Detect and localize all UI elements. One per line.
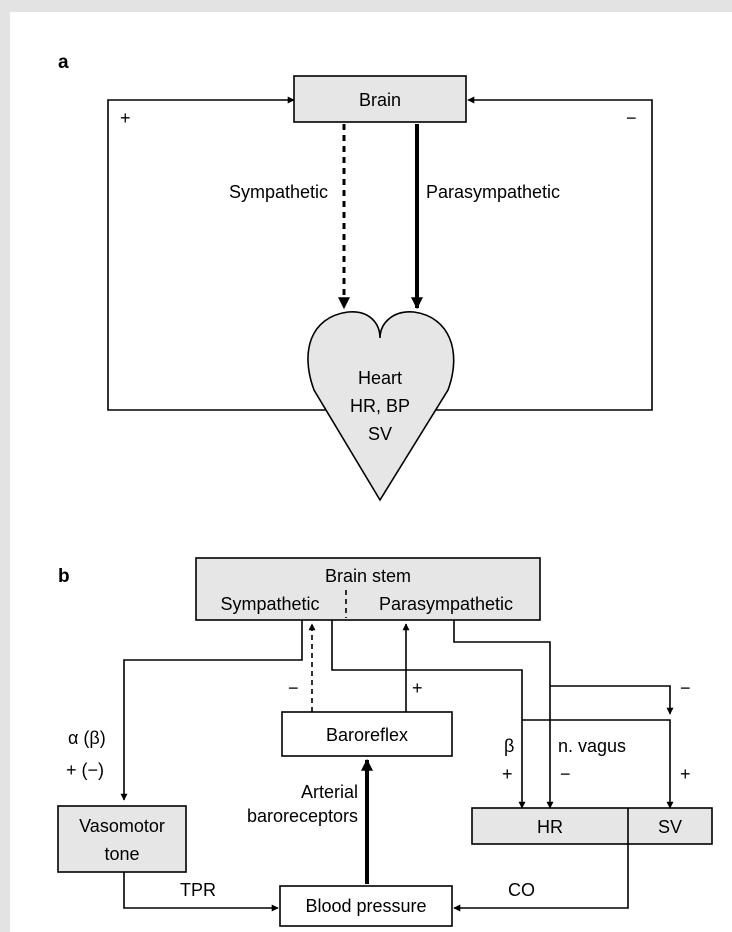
tpr-arrow [123, 872, 279, 912]
sympathetic-to-hr-arrow [331, 620, 526, 809]
co-arrow [453, 844, 629, 912]
sv-label: SV [658, 817, 682, 837]
baroreflex-label: Baroreflex [326, 725, 408, 745]
panel-a-label: a [58, 52, 69, 73]
beta-label: β [504, 736, 514, 756]
sv-plus-sign: + [680, 764, 691, 784]
sv-vagus-minus-sign: − [680, 678, 691, 698]
loop-minus-sign: − [626, 108, 637, 128]
heart-label: Heart [358, 368, 402, 388]
n-vagus-label: n. vagus [558, 736, 626, 756]
beta-plus-sign: + [502, 764, 513, 784]
arterial-label: Arterial [301, 782, 358, 802]
hr-sv-box [471, 807, 713, 845]
loop-plus-sign: + [120, 108, 131, 128]
baroreflex-minus-sign: − [288, 678, 299, 698]
figure-canvas: a + − Brain Sympathetic Parasympathetic … [10, 12, 732, 932]
heart-hr-bp-label: HR, BP [350, 396, 410, 416]
vagus-minus-sign: − [560, 764, 571, 784]
heart-sv-label: SV [368, 424, 392, 444]
sympathetic-to-sv-arrow [522, 719, 674, 809]
panel-b-label: b [58, 566, 70, 587]
hr-label: HR [537, 817, 563, 837]
sympathetic-label-a: Sympathetic [229, 182, 328, 202]
baroreflex-plus-sign: + [412, 678, 423, 698]
brain-box [293, 75, 467, 123]
tpr-label: TPR [180, 880, 216, 900]
alpha-beta-label: α (β) [68, 728, 106, 748]
vasomotor-label: Vasomotor [79, 816, 165, 836]
vagus-to-hr-arrow [453, 620, 554, 809]
baroreceptors-label: baroreceptors [247, 806, 358, 826]
baroreflex-box [281, 711, 453, 757]
brain-stem-sympathetic: Sympathetic [220, 594, 319, 614]
co-label: CO [508, 880, 535, 900]
sympathetic-to-vasomotor-arrow [120, 620, 303, 801]
heart-shape [307, 311, 455, 502]
brain-stem-box [195, 557, 541, 621]
vasomotor-tone-box [57, 805, 187, 873]
plus-minus-label: + (−) [66, 760, 104, 780]
brain-label: Brain [359, 90, 401, 110]
vagus-to-sv-arrow [550, 685, 674, 715]
blood-pressure-label: Blood pressure [305, 896, 426, 916]
sympathetic-feedback-loop [107, 96, 344, 411]
diagram-svg: a + − Brain Sympathetic Parasympathetic … [57, 52, 713, 927]
parasympathetic-feedback-loop [384, 96, 653, 411]
parasympathetic-label-a: Parasympathetic [426, 182, 560, 202]
tone-label: tone [104, 844, 139, 864]
blood-pressure-box [279, 885, 453, 927]
brain-stem-title: Brain stem [325, 566, 411, 586]
brain-stem-parasympathetic: Parasympathetic [379, 594, 513, 614]
